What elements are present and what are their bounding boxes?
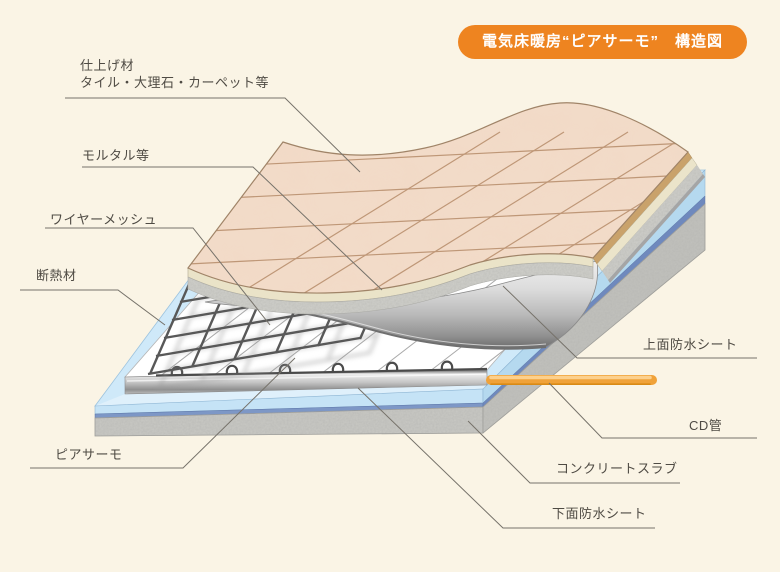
insulation-front-margin (95, 385, 487, 406)
label-upper-waterproof: 上面防水シート (643, 337, 738, 352)
lower-waterproof-pointer (357, 387, 655, 529)
label-lower-waterproof: 下面防水シート (552, 506, 647, 521)
mortar-gray-right (602, 165, 703, 280)
label-wire-mesh: ワイヤーメッシュ (50, 212, 158, 227)
label-finish-line2: タイル・大理石・カーペット等 (80, 75, 270, 90)
cd-pipe (486, 375, 657, 386)
upper-waterproof-pointer (502, 285, 757, 359)
finish-pointer (65, 97, 361, 173)
wire-mesh-pointer (45, 227, 271, 326)
mortar-pointer (82, 166, 383, 291)
upper-block (187, 102, 705, 315)
panel-strip-highlight (126, 373, 487, 382)
label-finish-line1: 仕上げ材 (80, 58, 135, 73)
title-badge: 電気床暖房“ピアサーモ” 構造図 (458, 25, 747, 59)
mortar-gray-band (187, 262, 594, 315)
cd-pipe-pointer (548, 382, 757, 439)
metal-sheet-right-edge (608, 174, 705, 283)
tile-outline (187, 102, 689, 294)
pointer-lines (20, 97, 757, 529)
label-cd-pipe: CD管 (689, 418, 723, 433)
label-concrete-slab: コンクリートスラブ (556, 461, 678, 476)
label-piathermo: ピアサーモ (55, 447, 123, 462)
label-mortar: モルタル等 (82, 148, 150, 163)
label-insulation: 断熱材 (36, 268, 77, 283)
insulation-pointer (20, 289, 166, 326)
concrete-pointer (467, 420, 680, 484)
piathermo-pointer (30, 357, 296, 469)
label-finish-material: 仕上げ材 タイル・大理石・カーペット等 (80, 57, 269, 91)
